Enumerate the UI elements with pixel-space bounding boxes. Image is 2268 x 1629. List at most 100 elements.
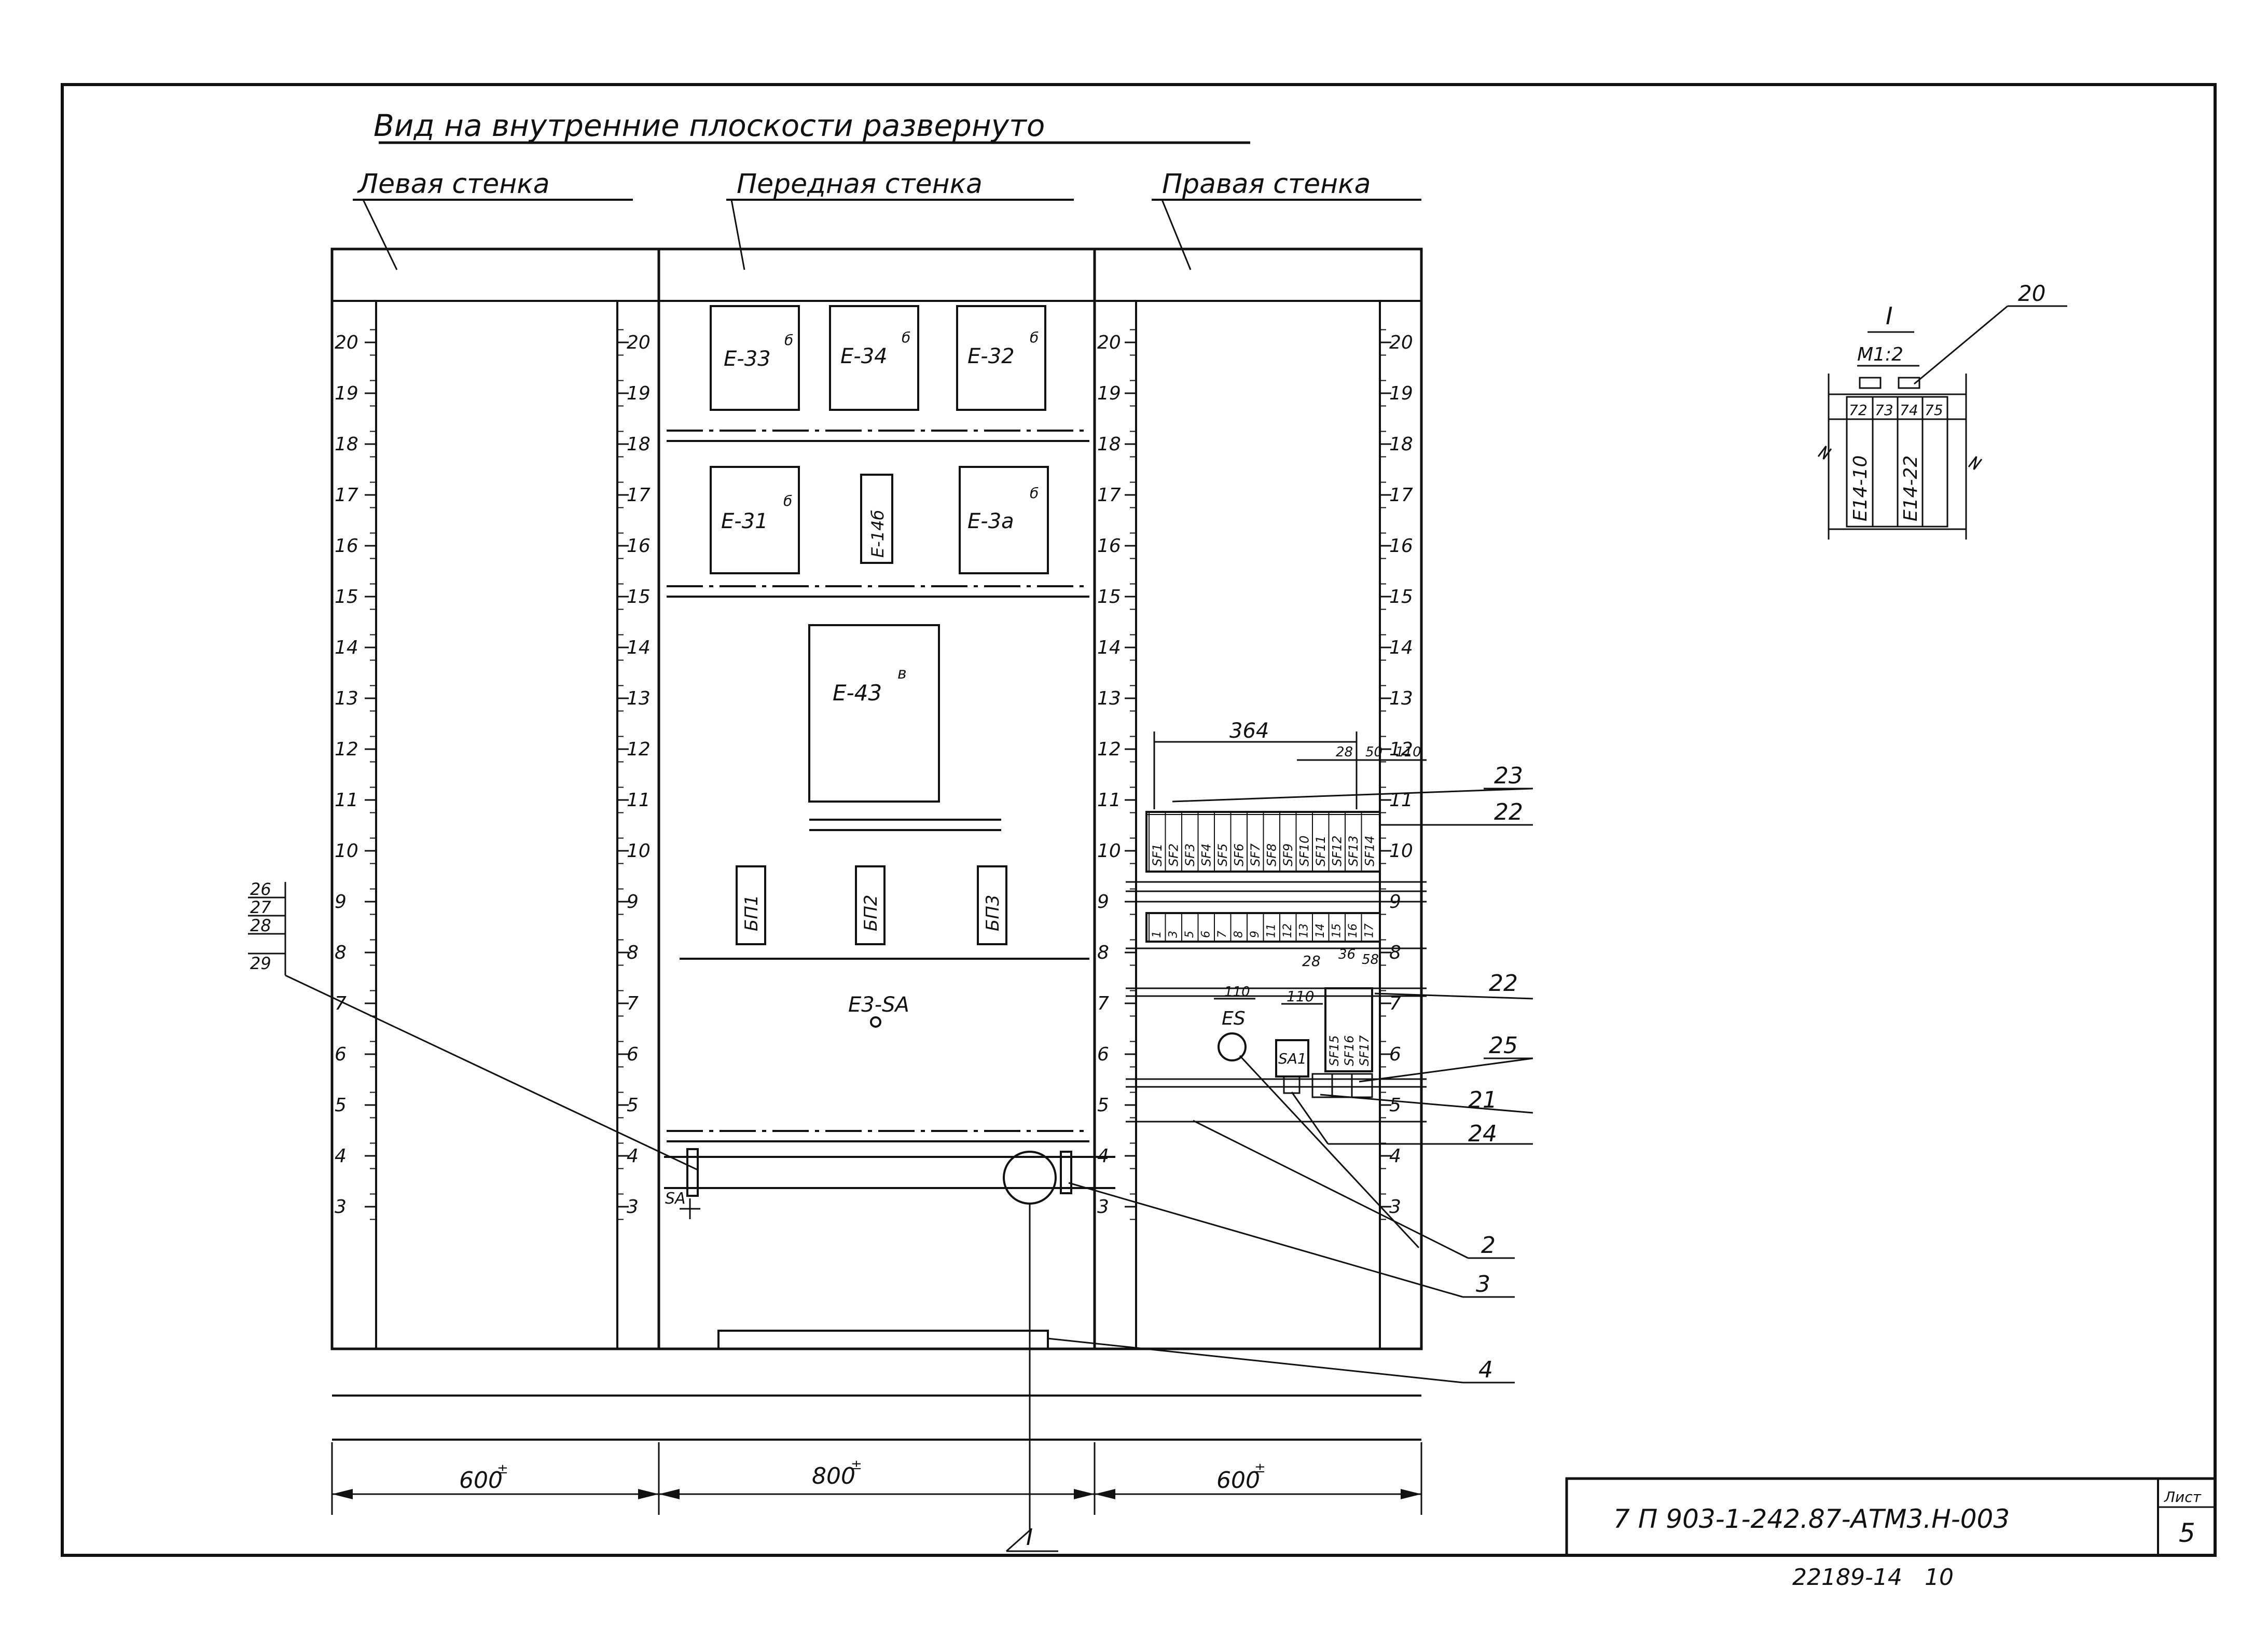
terminal-label: 17	[1363, 923, 1376, 938]
callout-23: 23	[1494, 763, 1523, 789]
breaker-label: SF6	[1232, 844, 1247, 866]
svg-text:27: 27	[250, 898, 271, 917]
svg-text:SА: SА	[665, 1190, 686, 1208]
ruler-number: 9	[1097, 891, 1109, 913]
svg-text:58: 58	[1362, 952, 1379, 968]
ruler-number: 8	[627, 942, 639, 963]
device-e32	[956, 305, 1046, 411]
ruler-number: 6	[335, 1044, 347, 1065]
terminal-label: 7	[1216, 931, 1229, 938]
svg-text:б: б	[902, 329, 910, 346]
svg-text:Е14-22: Е14-22	[1900, 455, 1921, 521]
ruler-number: 5	[1389, 1095, 1401, 1116]
ruler-number: 14	[335, 637, 358, 658]
ruler-number: 8	[335, 942, 347, 963]
svg-text:29: 29	[250, 954, 271, 973]
ruler-number: 9	[335, 891, 347, 913]
dimension-line: 600 ± 800 ± 600 ±	[331, 1442, 1422, 1515]
ruler-number: 11	[335, 790, 358, 811]
device-e3a	[959, 466, 1049, 574]
ruler-number: 17	[1389, 485, 1413, 506]
ruler-number: 4	[1389, 1145, 1401, 1167]
sheet-frame	[61, 83, 2217, 1557]
callout-20: 20	[2018, 281, 2045, 306]
breaker-low-label: SF17	[1357, 1035, 1372, 1066]
ruler-number: 6	[1097, 1044, 1109, 1065]
es-element	[1218, 1032, 1247, 1061]
breaker-low-label: SF15	[1327, 1035, 1342, 1066]
ruler-number: 5	[335, 1095, 347, 1116]
ruler-number: 18	[1389, 434, 1413, 455]
device-e14	[860, 474, 893, 564]
ruler-number: 16	[1097, 535, 1121, 557]
ruler-number: 19	[335, 383, 358, 404]
ruler-number: 3	[627, 1196, 639, 1218]
terminal-label: 6	[1200, 931, 1213, 938]
svg-text:28: 28	[1336, 744, 1353, 760]
ruler-number: 9	[627, 891, 639, 913]
svg-text:28: 28	[1302, 952, 1321, 970]
ruler-number: 7	[335, 993, 347, 1014]
ruler-number: 11	[627, 790, 651, 811]
terminal-label: 12	[1281, 923, 1294, 938]
terminal-label: 15	[1331, 923, 1344, 938]
dim-364: 364	[1229, 719, 1269, 743]
ruler-number: 3	[1389, 1196, 1401, 1218]
svg-text:36: 36	[1338, 947, 1356, 962]
ruler-number: 15	[1389, 586, 1413, 608]
breaker-label: SF13	[1346, 835, 1361, 866]
callout-3: 3	[1476, 1271, 1490, 1297]
title-block: 7 П 903-1-242.87-АТМ3.Н-003 Лист 5	[1565, 1477, 2217, 1557]
terminal-label: 9	[1249, 931, 1262, 938]
callout-stack-left: 26 27 28 29	[248, 879, 698, 1171]
ruler-number: 13	[627, 688, 651, 709]
ruler-number: 7	[1389, 993, 1401, 1014]
callout-2: 2	[1481, 1232, 1496, 1259]
svg-text:±: ±	[851, 1457, 862, 1473]
terminal-label: 13	[1298, 923, 1311, 938]
ruler-number: 3	[1097, 1196, 1109, 1218]
dim-right-600: 600	[1216, 1467, 1260, 1494]
ruler-number: 14	[627, 637, 651, 658]
breaker-label: SF11	[1313, 835, 1328, 866]
svg-text:±: ±	[1254, 1460, 1266, 1476]
breaker-label: SF8	[1265, 844, 1279, 866]
svg-text:в: в	[897, 665, 907, 683]
ruler-number: 19	[1097, 383, 1121, 404]
inventory-number: 22189-14	[1792, 1564, 1902, 1591]
terminal-label: 8	[1233, 931, 1246, 938]
device-e34-label: Е-34	[840, 344, 888, 368]
svg-text:б: б	[784, 332, 793, 349]
svg-text:75: 75	[1925, 402, 1943, 419]
breaker-group-low	[1324, 987, 1373, 1072]
svg-text:б: б	[1030, 485, 1039, 502]
svg-text:±: ±	[497, 1461, 508, 1477]
breaker-label: SF14	[1363, 835, 1377, 866]
ruler-number: 20	[627, 332, 651, 353]
ruler-number: 13	[1389, 688, 1413, 709]
dim-front-800: 800	[812, 1463, 855, 1489]
svg-text:28: 28	[250, 916, 271, 935]
ruler-number: 14	[1389, 637, 1413, 658]
ruler-number: 13	[1097, 688, 1121, 709]
callout-21: 21	[1468, 1087, 1497, 1113]
drawing-code: 7 П 903-1-242.87-АТМ3.Н-003	[1613, 1504, 2010, 1534]
callout-22-top: 22	[1494, 799, 1523, 825]
device-e43-label: Е-43	[833, 680, 882, 706]
detail-scale: М1:2	[1857, 344, 1903, 365]
dim-left-600: 600	[459, 1467, 503, 1494]
device-bp2	[855, 865, 886, 945]
ruler-number: 20	[335, 332, 358, 353]
svg-text:БП3: БП3	[983, 894, 1003, 931]
ruler-number: 5	[1097, 1095, 1109, 1116]
breaker-label: SF4	[1199, 844, 1214, 866]
ruler-number: 14	[1097, 637, 1121, 658]
gland-right	[1060, 1151, 1072, 1194]
svg-text:110: 110	[1395, 744, 1421, 760]
wall-front-label: Передная стенка	[737, 169, 983, 200]
switch-sa-symbol	[870, 1016, 881, 1028]
device-e31-label: Е-31	[721, 509, 768, 533]
